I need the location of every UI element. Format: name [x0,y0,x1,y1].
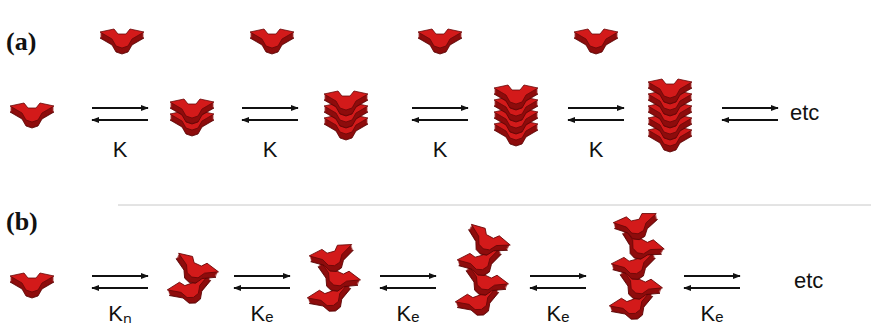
dimer-stack [170,99,214,136]
equilibrium-arrows [412,108,468,120]
free-monomer [250,29,294,54]
free-monomer [418,29,462,54]
tetramer-stack [494,85,538,146]
continuation-text: etc [794,269,823,293]
free-monomer [574,29,618,54]
equilibrium-arrows [92,276,148,288]
equilibrium-arrows [234,276,290,288]
equilibrium-arrows [380,276,436,288]
monomer [10,273,54,298]
helical-stack-3 [306,242,361,319]
pentamer-stack [648,79,692,152]
equilibrium-arrows [684,276,740,288]
rate-constant: K [433,138,448,162]
free-monomer [100,29,144,54]
continuation-text: etc [790,101,819,125]
equilibrium-arrows [530,276,586,288]
rate-constant: Kₑ [397,302,420,326]
nucleus [166,251,219,311]
panel-label: (a) [6,28,36,57]
panel-label: (b) [6,208,38,237]
rate-constant: Kₑ [251,302,274,326]
rate-constant: Kₑ [547,302,570,326]
equilibrium-arrows [568,108,624,120]
rate-constant: K [113,138,128,162]
equilibrium-arrows [242,108,298,120]
equilibrium-arrows [722,108,778,120]
rate-constant: K [263,138,278,162]
helical-stack-4 [454,222,511,323]
helical-stack-5 [608,211,665,327]
rate-constant: Kₙ [108,302,132,326]
panel-border [118,205,871,206]
rate-constant: K [589,138,604,162]
rate-constant: Kₑ [701,302,724,326]
equilibrium-arrows [92,108,148,120]
monomer [10,103,54,128]
trimer-stack [324,91,368,140]
